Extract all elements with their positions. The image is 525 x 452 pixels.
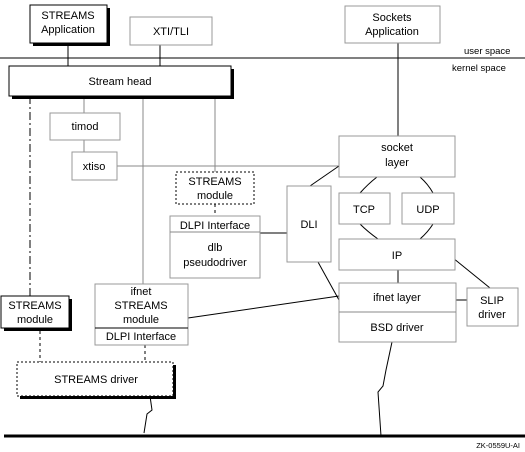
dli-label: DLI xyxy=(300,219,317,231)
ifnet-bsd-box: ifnet layer BSD driver xyxy=(338,282,457,343)
ifnet-streams-module-line1: ifnet xyxy=(131,286,152,298)
xti-tli-label: XTI/TLI xyxy=(153,26,189,38)
socket-layer-line1: socket xyxy=(381,142,413,154)
ip-box: IP xyxy=(338,238,456,271)
ip-label: IP xyxy=(392,250,402,262)
xtiso-box: xtiso xyxy=(71,151,118,181)
streams-driver-label: STREAMS driver xyxy=(54,374,138,386)
sockets-application-line1: Sockets xyxy=(372,12,412,24)
tcp-box: TCP xyxy=(338,192,391,225)
socket-layer-line2: layer xyxy=(385,157,409,169)
connector-lines xyxy=(29,40,491,437)
slip-driver-line1: SLIP xyxy=(480,295,504,307)
xti-tli-box: XTI/TLI xyxy=(129,16,213,46)
udp-label: UDP xyxy=(416,204,439,216)
sockets-application-line2: Application xyxy=(365,26,419,38)
socket-to-udp-line xyxy=(419,176,434,194)
xtiso-label: xtiso xyxy=(83,161,106,173)
timod-box: timod xyxy=(49,112,121,141)
streams-module-left-box: STREAMS module xyxy=(0,295,72,331)
dlpi-interface-middle-label: DLPI Interface xyxy=(180,220,250,232)
slip-driver-line2: driver xyxy=(478,309,506,321)
ifnet-streams-module-line2: STREAMS xyxy=(114,300,167,312)
streams-module-left-line1: STREAMS xyxy=(8,300,61,312)
tcp-label: TCP xyxy=(353,204,375,216)
streams-application-line1: STREAMS xyxy=(41,10,94,22)
dlb-pseudodriver-line1: dlb xyxy=(208,242,223,254)
ifnet-to-ifnetstreams-line xyxy=(187,295,340,319)
slip-driver-box: SLIP driver xyxy=(466,287,519,327)
ip-to-slip-line xyxy=(452,257,491,289)
bsd-driver-label: BSD driver xyxy=(370,322,424,334)
dlb-pseudodriver-box: DLPI Interface dlb pseudodriver xyxy=(169,215,261,279)
dli-to-ifnet-line xyxy=(317,261,340,301)
user-space-label: user space xyxy=(464,46,510,57)
dli-to-socketlayer-line xyxy=(309,165,340,187)
streams-driver-network-bolt xyxy=(143,395,153,434)
kernel-space-label: kernel space xyxy=(452,63,506,74)
tcp-to-ip-line xyxy=(359,223,379,240)
timod-label: timod xyxy=(72,121,99,133)
dlb-pseudodriver-line2: pseudodriver xyxy=(183,257,247,269)
streams-module-middle-box: STREAMS module xyxy=(175,171,255,205)
socket-layer-box: socket layer xyxy=(338,135,456,178)
streams-module-middle-line1: STREAMS xyxy=(188,176,241,188)
ifnet-layer-label: ifnet layer xyxy=(373,292,421,304)
udp-to-ip-line xyxy=(419,223,434,240)
stream-head-box: Stream head xyxy=(8,65,234,99)
udp-box: UDP xyxy=(401,192,455,225)
streams-application-line2: Application xyxy=(41,24,95,36)
bsd-driver-network-bolt xyxy=(377,341,393,437)
sockets-application-box: Sockets Application xyxy=(344,5,441,44)
ifnet-streams-module-box: ifnet STREAMS module DLPI Interface xyxy=(94,283,189,346)
ifnet-streams-module-line3: module xyxy=(123,314,159,326)
streams-module-left-line2: module xyxy=(17,314,53,326)
streams-module-middle-line2: module xyxy=(197,190,233,202)
dli-box: DLI xyxy=(286,185,332,263)
dlpi-interface-lower-label: DLPI Interface xyxy=(106,331,176,343)
streams-application-box: STREAMS Application xyxy=(29,4,110,46)
stream-head-label: Stream head xyxy=(89,76,152,88)
socket-to-tcp-line xyxy=(359,176,378,194)
streams-driver-box: STREAMS driver xyxy=(16,361,176,399)
figure-id-label: ZK-0559U-AI xyxy=(476,441,520,450)
